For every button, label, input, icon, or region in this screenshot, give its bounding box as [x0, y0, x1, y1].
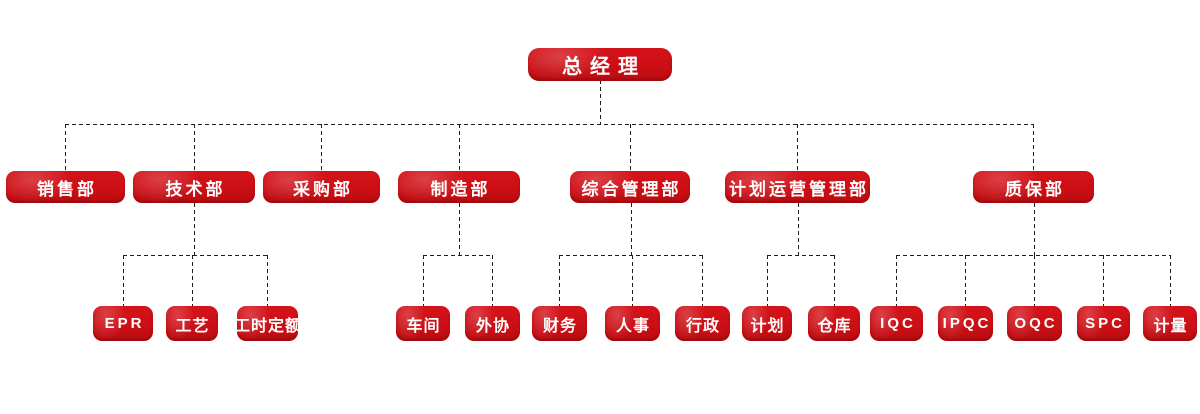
node-general-manager: 总经理 [528, 48, 672, 81]
node-dept-manufacturing: 制造部 [398, 171, 520, 203]
node-epr: EPR [93, 306, 153, 341]
connector-drop-epr [123, 255, 124, 306]
connector-stub-planning-operations [798, 203, 799, 255]
connector-drop-administration [702, 255, 703, 306]
connector-drop-labor-quota [267, 255, 268, 306]
connector-subtrunk-general-admin [559, 255, 703, 256]
connector-stub-manufacturing [459, 203, 460, 255]
node-iqc: IQC [870, 306, 923, 341]
connector-drop-planning-operations [797, 124, 798, 171]
connector-drop-workshop [423, 255, 424, 306]
connector-stub-quality-assurance [1034, 203, 1035, 255]
node-dept-purchasing: 采购部 [263, 171, 380, 203]
connector-drop-sales [65, 124, 66, 171]
connector-drop-finance [559, 255, 560, 306]
connector-drop-planning [767, 255, 768, 306]
connector-drop-ipqc [965, 255, 966, 306]
node-dept-technology: 技术部 [133, 171, 255, 203]
node-administration: 行政 [675, 306, 730, 341]
node-dept-general-admin: 综合管理部 [570, 171, 690, 203]
node-dept-quality-assurance: 质保部 [973, 171, 1094, 203]
connector-drop-quality-assurance [1033, 124, 1034, 171]
connector-drop-warehouse [834, 255, 835, 306]
node-planning: 计划 [742, 306, 792, 341]
connector-root-stub [600, 80, 601, 125]
connector-subtrunk-manufacturing [423, 255, 493, 256]
node-outsourcing: 外协 [465, 306, 520, 341]
node-labor-quota: 工时定额 [234, 306, 301, 341]
connector-drop-metrology [1170, 255, 1171, 306]
node-oqc: OQC [1007, 306, 1062, 341]
connector-drop-general-admin [630, 124, 631, 171]
node-warehouse: 仓库 [808, 306, 860, 341]
node-ipqc: IPQC [938, 306, 993, 341]
connector-drop-technology [194, 124, 195, 171]
connector-stub-technology [194, 203, 195, 255]
node-dept-planning-operations: 计划运营管理部 [725, 171, 870, 203]
connector-trunk [65, 124, 1034, 125]
connector-drop-manufacturing [459, 124, 460, 171]
connector-subtrunk-quality-assurance [896, 255, 1171, 256]
connector-subtrunk-technology [123, 255, 268, 256]
connector-drop-iqc [896, 255, 897, 306]
node-metrology: 计量 [1143, 306, 1197, 341]
node-finance: 财务 [532, 306, 587, 341]
connector-drop-hr [632, 255, 633, 306]
node-workshop: 车间 [396, 306, 450, 341]
connector-drop-purchasing [321, 124, 322, 171]
node-hr: 人事 [605, 306, 660, 341]
node-dept-sales: 销售部 [6, 171, 125, 203]
connector-drop-process [192, 255, 193, 306]
connector-stub-general-admin [631, 203, 632, 255]
node-spc: SPC [1077, 306, 1130, 341]
connector-drop-outsourcing [492, 255, 493, 306]
node-process: 工艺 [166, 306, 218, 341]
connector-subtrunk-planning-operations [767, 255, 834, 256]
connector-drop-spc [1103, 255, 1104, 306]
connector-drop-oqc [1034, 255, 1035, 306]
